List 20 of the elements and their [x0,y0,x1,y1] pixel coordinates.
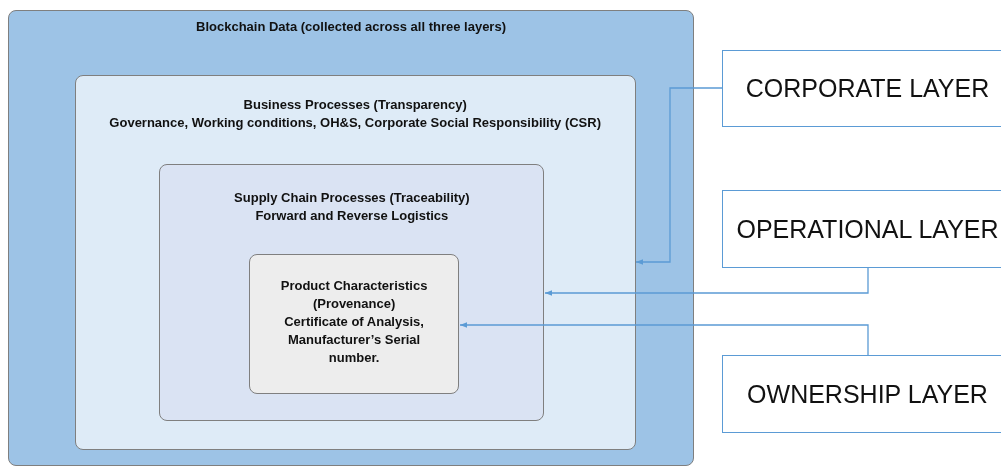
box-title: Blockchain Data (collected across all three layers) [195,18,507,36]
arrow [544,267,869,296]
process-box [249,254,460,395]
layer-box [722,355,1001,433]
box-title: Supply Chain Processes (Traceability) [233,189,471,208]
layer-box [722,190,1001,268]
layer-label: OPERATIONAL LAYER [736,213,999,245]
layer-label: OWNERSHIP LAYER [747,378,988,410]
box-text: Certificate of Analysis, Manufacturer’s Serial number. [283,313,425,368]
outer-panel [8,10,694,466]
box-title: Product Characteristics (Provenance) [279,277,429,314]
box-text: Forward and Reverse Logistics [254,207,450,226]
arrow [459,322,869,356]
box-title: Business Processes (Transparency) [242,95,468,114]
process-box [74,74,636,450]
layer-label: CORPORATE LAYER [745,73,990,104]
layer-box [722,50,1001,127]
arrow [635,87,723,265]
process-box [159,164,545,422]
box-text: Governance, Working conditions, OH&S, Corporate Social Responsibility (CSR) [108,113,602,132]
